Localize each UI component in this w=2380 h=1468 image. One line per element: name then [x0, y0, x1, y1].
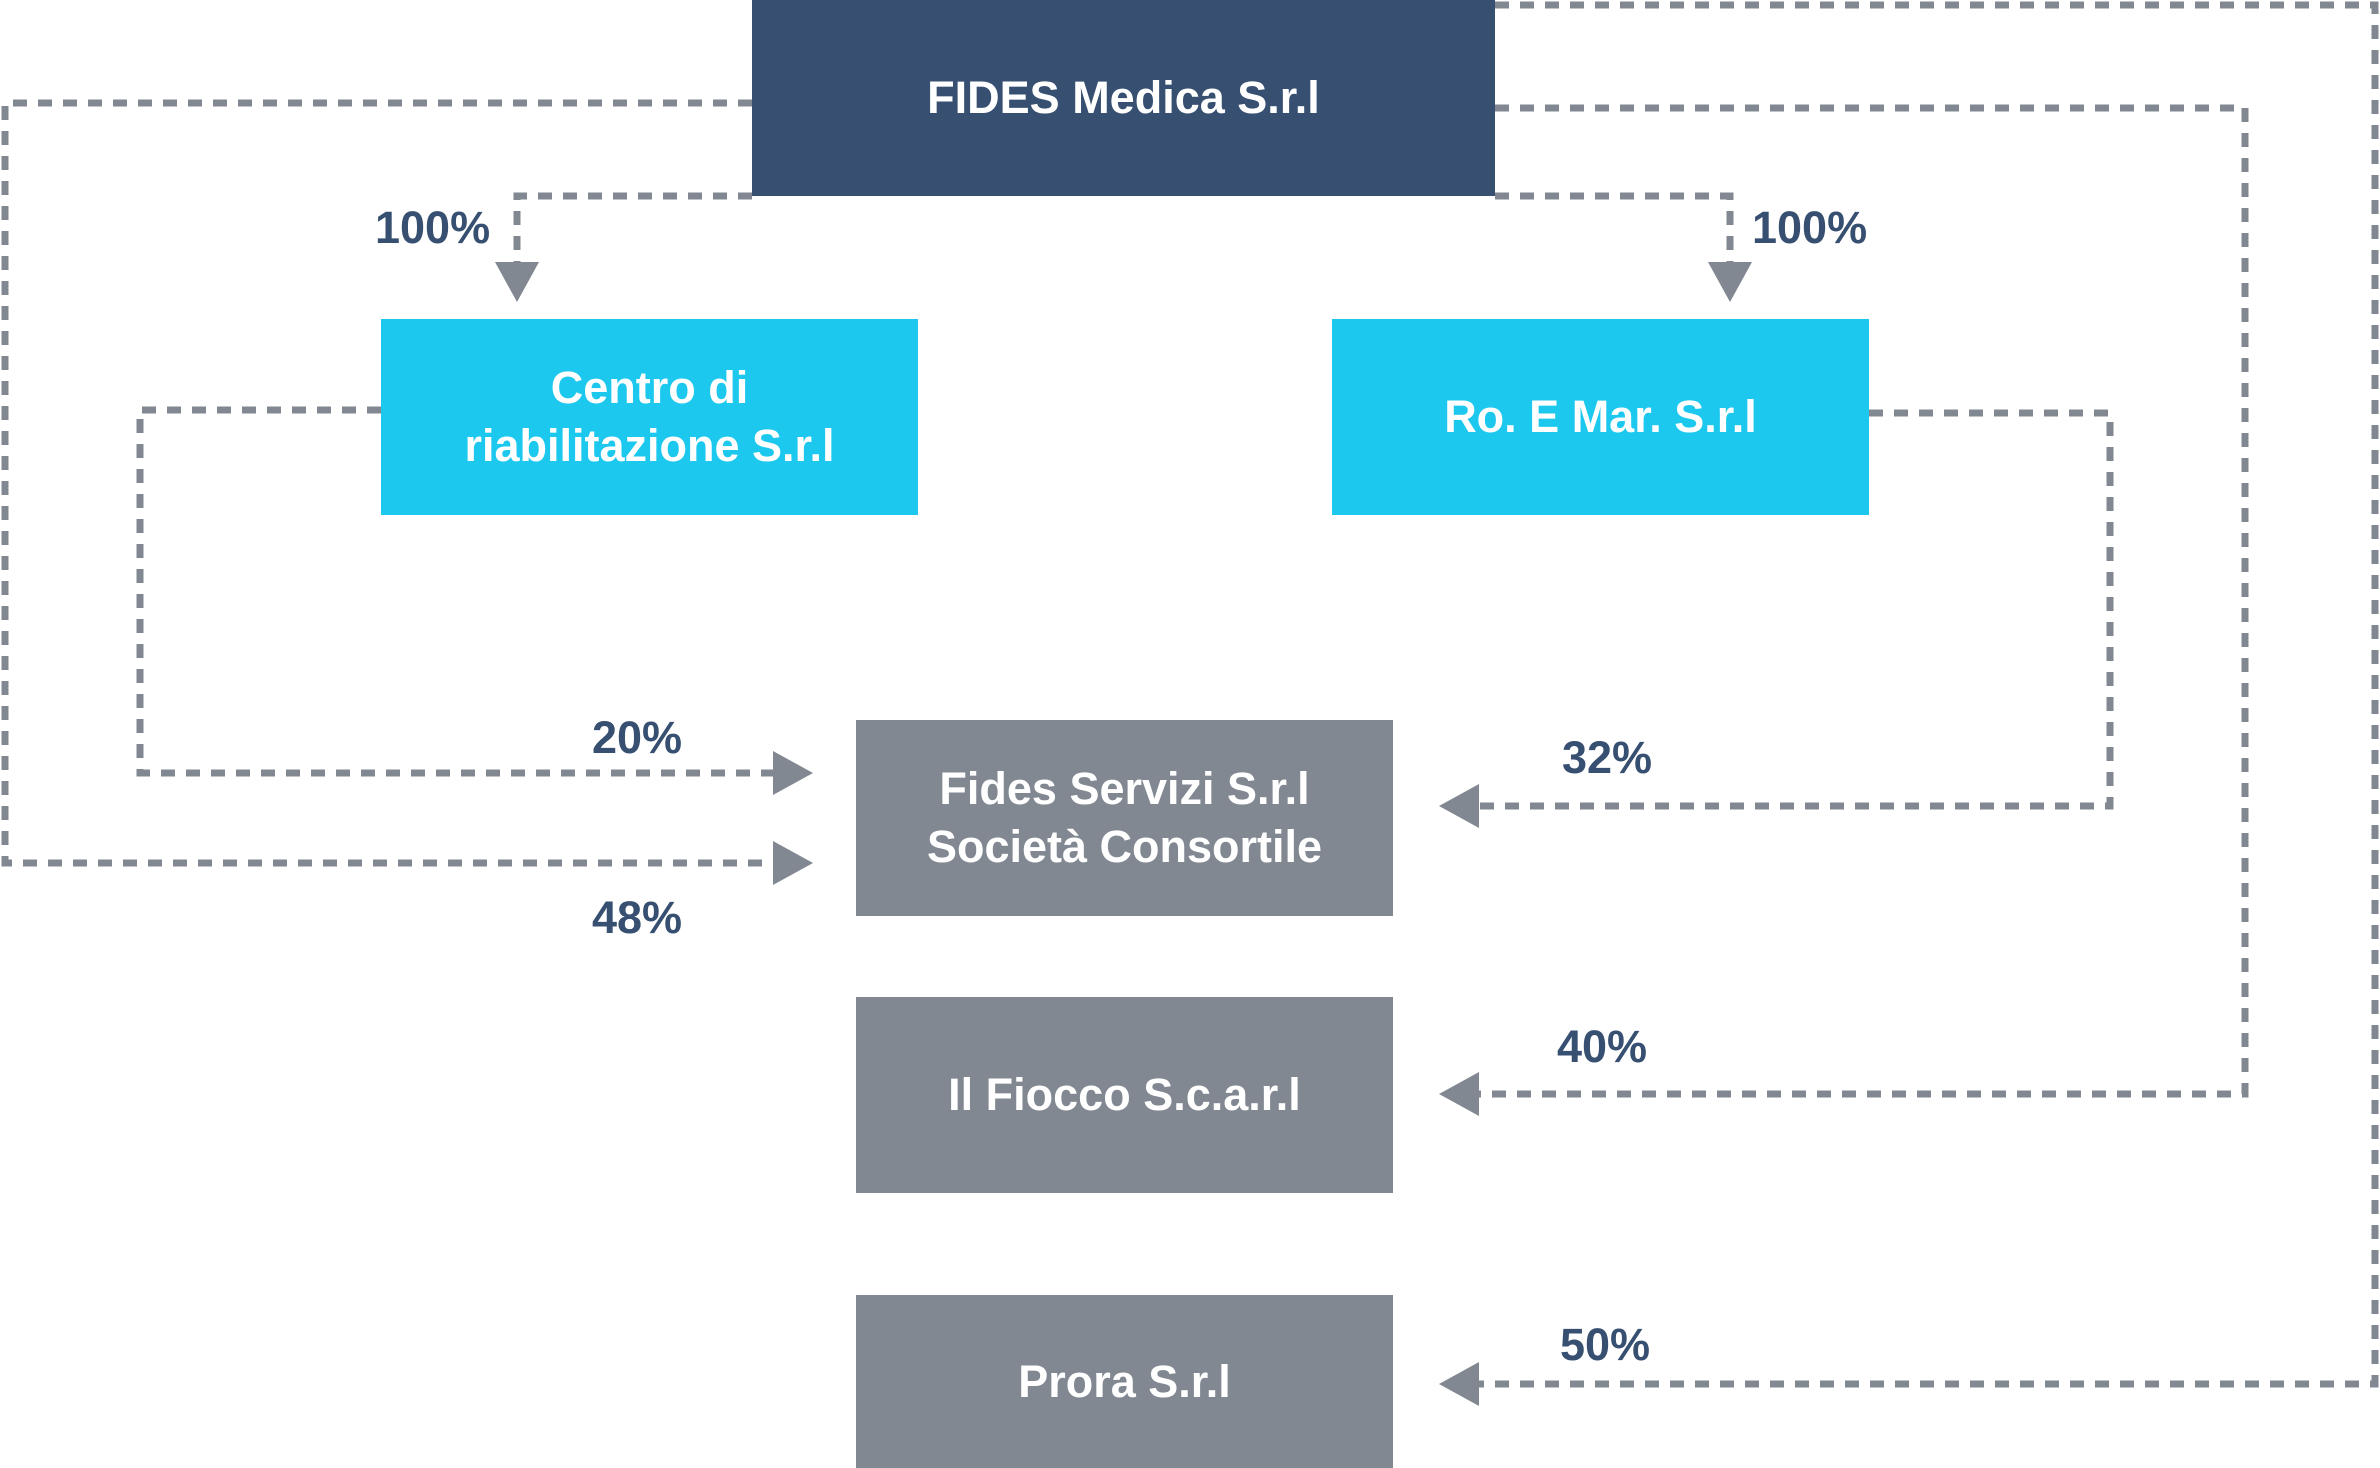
link-parent-roemar: [1495, 192, 1734, 262]
company-label-ro-e-mar: Ro. E Mar. S.r.l: [1444, 391, 1757, 442]
link-parent-servizi: [1, 99, 773, 867]
company-box-ro-e-mar: Ro. E Mar. S.r.l: [1332, 319, 1869, 515]
company-label-fides-medica: FIDES Medica S.r.l: [927, 72, 1320, 123]
link-parent-centro: [513, 192, 752, 262]
share-label-prora: 50%: [1560, 1319, 1651, 1370]
arrowhead-servizi-parent: [773, 841, 813, 885]
arrowhead-servizi-roemar: [1439, 784, 1479, 828]
share-label-roemar: 100%: [1752, 202, 1868, 253]
company-box-prora: Prora S.r.l: [856, 1295, 1393, 1468]
share-label-servizi-from-centro: 20%: [592, 712, 683, 763]
share-label-servizi-from-parent: 48%: [592, 892, 683, 943]
company-box-fides-servizi: Fides Servizi S.r.l Società Consortile: [856, 720, 1393, 916]
company-label-fides-servizi: Fides Servizi S.r.l Società Consortile: [926, 763, 1323, 872]
company-box-centro-riabilitazione: Centro di riabilitazione S.r.l: [381, 319, 918, 515]
link-parent-fiocco: [1479, 104, 2249, 1098]
share-label-fiocco: 40%: [1557, 1021, 1648, 1072]
arrowhead-roemar: [1708, 262, 1752, 302]
link-roemar-servizi: [1479, 409, 2114, 810]
share-label-centro: 100%: [375, 202, 491, 253]
company-box-fides-medica: FIDES Medica S.r.l: [752, 0, 1495, 196]
link-parent-prora: [1479, 1, 2379, 1388]
share-label-servizi-from-roemar: 32%: [1562, 732, 1653, 783]
company-label-il-fiocco: Il Fiocco S.c.a.r.l: [948, 1069, 1301, 1120]
company-label-prora: Prora S.r.l: [1018, 1355, 1231, 1407]
company-box-il-fiocco: Il Fiocco S.c.a.r.l: [856, 997, 1393, 1193]
arrowhead-prora: [1439, 1362, 1479, 1406]
arrowhead-fiocco: [1439, 1072, 1479, 1116]
company-label-centro-riabilitazione: Centro di riabilitazione S.r.l: [464, 362, 835, 471]
arrowhead-centro: [495, 262, 539, 302]
arrowhead-servizi-centro: [773, 751, 813, 795]
